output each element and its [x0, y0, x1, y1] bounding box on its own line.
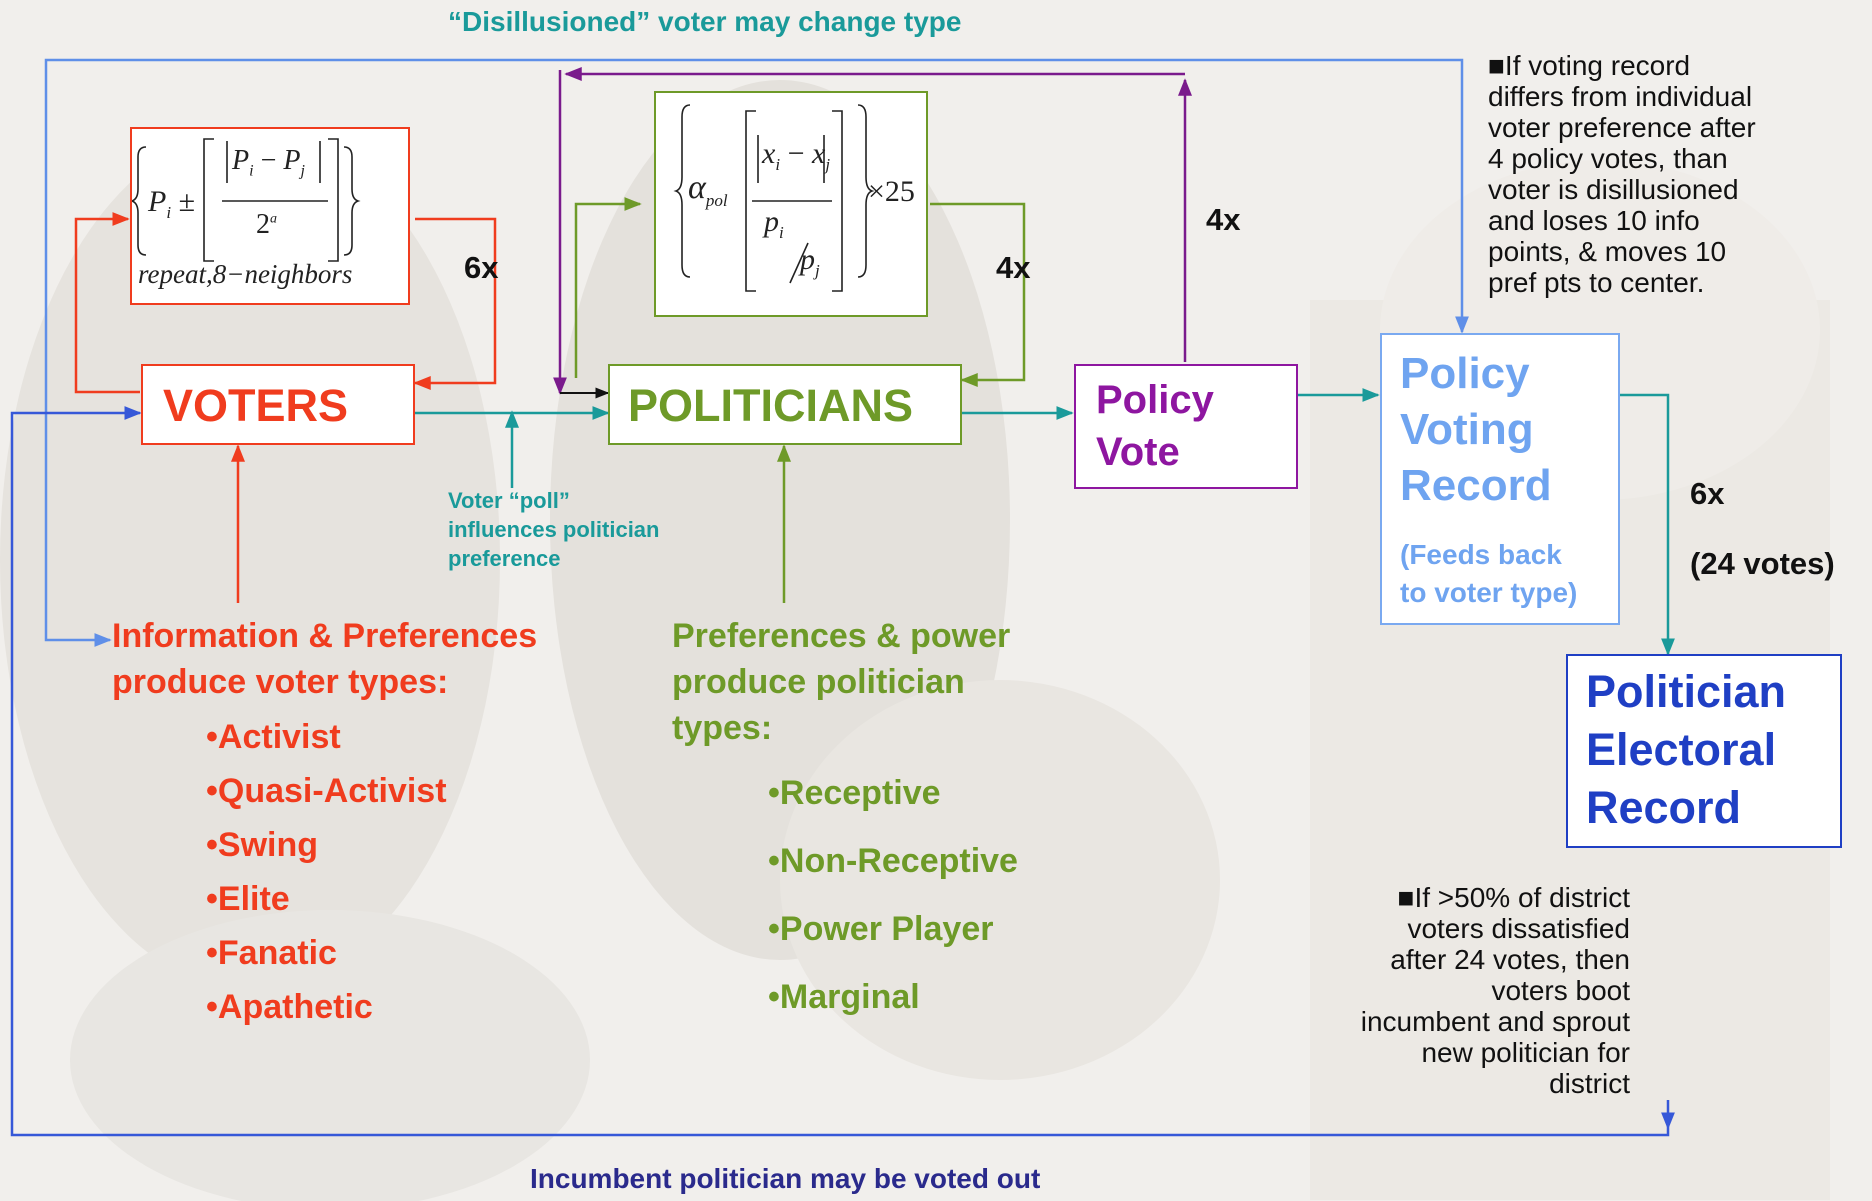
politician-types-heading-line2: produce politician	[672, 663, 965, 701]
poll-note-line3: preference	[448, 546, 561, 571]
voter-formula-pm: ±	[178, 185, 196, 218]
electoral-line1: Politician	[1586, 666, 1787, 717]
politician-formula-x1: x	[762, 137, 776, 170]
politician-formula-x2-sub: j	[825, 155, 831, 174]
disillusion-note: ■If voting record differs from individua…	[1488, 50, 1756, 298]
record-note-line2: to voter type)	[1400, 577, 1578, 608]
voter-formula-exp: a	[270, 211, 277, 227]
dissatisfied-note-line: voters boot	[1491, 975, 1630, 1006]
voters-label: VOTERS	[163, 380, 349, 431]
disillusion-note-line: voter is disillusioned	[1488, 174, 1739, 205]
politician-types-heading-line1: Preferences & power	[672, 617, 1011, 655]
politicians-box: POLITICIANS	[608, 364, 962, 445]
politician-types-list: •Receptive •Non-Receptive •Power Player …	[768, 766, 1018, 1038]
disillusion-note-line: differs from individual	[1488, 81, 1753, 112]
politician-update-formula: αpol xi − xj pi pj ×25	[654, 91, 928, 317]
policy-voting-record-box: Policy Voting Record (Feeds back to vote…	[1380, 333, 1620, 625]
voter-type-item: •Quasi-Activist	[206, 772, 447, 810]
disillusion-note-line: 4 policy votes, than	[1488, 143, 1728, 174]
politician-type-item: •Marginal	[768, 978, 920, 1016]
policy-vote-box: Policy Vote	[1074, 364, 1298, 489]
politicians-loop-multiplier: 4x	[996, 250, 1031, 285]
record-line2: Voting	[1400, 405, 1534, 454]
politician-formula-p1: p	[764, 205, 779, 238]
politician-formula-times: ×25	[868, 175, 915, 208]
voter-type-item: •Apathetic	[206, 988, 373, 1026]
policy-vote-loop-multiplier: 4x	[1206, 202, 1241, 237]
politician-formula-minus: −	[787, 137, 805, 170]
politician-formula-pol: pol	[705, 190, 728, 210]
dissatisfied-note-line: ■If >50% of district	[1397, 882, 1630, 913]
policy-vote-line1: Policy	[1096, 378, 1214, 422]
dissatisfied-note-line: after 24 votes, then	[1390, 944, 1630, 975]
voter-formula-minus: −	[260, 145, 277, 176]
voter-formula-p: P	[148, 185, 167, 218]
disillusion-note-line: points, & moves 10	[1488, 236, 1727, 267]
voter-formula-numerator-p2: P	[283, 145, 301, 176]
dissatisfied-note: ■If >50% of district voters dissatisfied…	[1290, 882, 1630, 1099]
voter-type-item: •Elite	[206, 880, 290, 918]
disillusion-note-line: pref pts to center.	[1488, 267, 1705, 298]
politician-formula-x2: x	[811, 137, 826, 170]
record-note-line1: (Feeds back	[1400, 539, 1562, 570]
voter-formula-graphic	[132, 138, 361, 262]
record-multiplier: 6x	[1690, 476, 1725, 511]
politician-formula-x1-sub: i	[775, 155, 781, 174]
record-multiplier-note: (24 votes)	[1690, 546, 1835, 581]
voter-formula-caption: repeat,8−neighbors	[138, 259, 353, 289]
dissatisfied-note-line: voters dissatisfied	[1407, 913, 1630, 944]
voter-formula-numerator-j: j	[300, 162, 305, 180]
incumbent-caption: Incumbent politician may be voted out	[530, 1163, 1041, 1194]
politician-type-item: •Non-Receptive	[768, 842, 1018, 880]
electoral-line2: Electoral	[1586, 724, 1777, 775]
dissatisfied-note-line: incumbent and sprout	[1360, 1006, 1630, 1037]
voter-type-item: •Swing	[206, 826, 319, 864]
politician-formula-alpha: α	[688, 169, 706, 206]
politician-formula-p2: p	[800, 243, 815, 276]
record-line3: Record	[1400, 461, 1552, 510]
poll-note-line1: Voter “poll”	[448, 488, 570, 513]
voter-types-heading-line2: produce voter types:	[112, 663, 449, 701]
politicians-label: POLITICIANS	[628, 380, 914, 431]
electoral-line3: Record	[1586, 782, 1742, 833]
voters-loop-multiplier: 6x	[464, 250, 499, 285]
politician-electoral-record-box: Politician Electoral Record	[1566, 654, 1842, 848]
politician-formula-p1-sub: i	[779, 223, 784, 242]
voter-formula-sub-i: i	[166, 203, 172, 222]
politician-type-item: •Power Player	[768, 910, 994, 948]
politician-formula-graphic	[673, 104, 875, 292]
voter-formula-two: 2	[256, 209, 270, 240]
dissatisfied-note-line: new politician for	[1421, 1037, 1630, 1068]
politician-types-heading-line3: types:	[672, 709, 773, 747]
disillusion-note-line: and loses 10 info	[1488, 205, 1700, 236]
voter-types-heading-line1: Information & Preferences	[112, 617, 538, 655]
politician-formula-p2-sub: j	[815, 261, 820, 280]
policy-vote-line2: Vote	[1096, 430, 1180, 474]
voter-types-list: •Activist •Quasi-Activist •Swing •Elite …	[206, 710, 447, 1034]
disillusion-note-line: voter preference after	[1488, 112, 1756, 143]
voter-formula-numerator-p1: P	[232, 145, 250, 176]
poll-note-line2: influences politician	[448, 517, 660, 542]
voters-box: VOTERS	[141, 364, 415, 445]
voter-formula-numerator-i: i	[249, 162, 254, 180]
voter-type-item: •Fanatic	[206, 934, 337, 972]
politician-type-item: •Receptive	[768, 774, 941, 812]
voter-update-formula: Pi ± Pi − Pj 2a repeat,8−neighbors	[130, 127, 410, 305]
disillusioned-caption: “Disillusioned” voter may change type	[448, 6, 962, 37]
voter-type-item: •Activist	[206, 718, 341, 756]
record-line1: Policy	[1400, 349, 1530, 398]
disillusion-note-line: ■If voting record	[1488, 50, 1691, 81]
dissatisfied-note-line: district	[1549, 1068, 1630, 1099]
